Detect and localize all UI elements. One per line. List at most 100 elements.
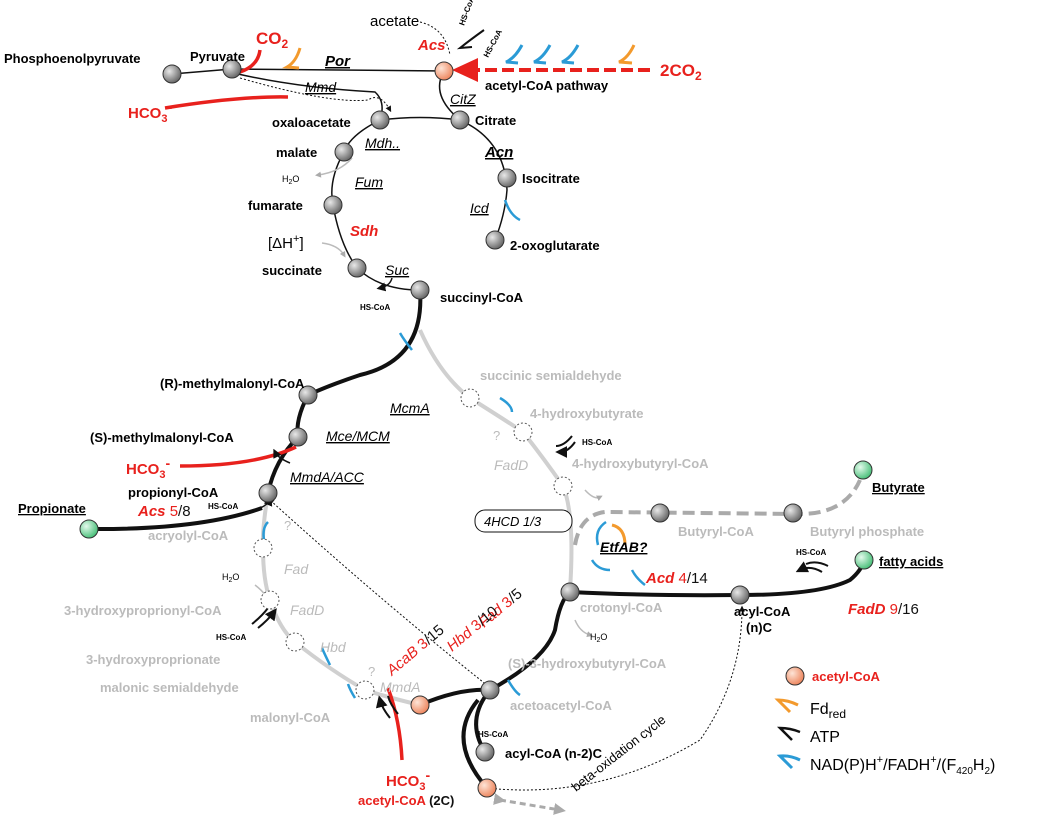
label-co2x2: 2CO2 [660,61,702,83]
label-hs-coa-1: HS-CoA [457,0,476,27]
legend-atp-label: ATP [810,729,840,746]
enzyme-hcd: 4HCD 1/3 [484,514,542,529]
node-acylcoa-n2 [475,742,495,762]
h2o-gray-arrow [315,157,353,178]
hcd-box [474,509,573,533]
label-hbcoa-3: (S)-3-hydroxybutyryl-CoA [508,656,667,671]
node-hpcoa [260,590,280,610]
enzyme-acab: AcaB 3/15 [383,622,448,680]
label-butyryl-phosphate: Butyryl phosphate [810,524,924,539]
malonyl-hco3-line [386,687,404,761]
node-succinylcoa [410,280,430,300]
tca-left-line [331,119,381,269]
propionate-line [88,506,263,532]
atp-arrow-4hb-b [555,435,573,447]
enzyme-acd: Acd 4/14 [645,570,708,587]
label-crotonylcoa: crotonyl-CoA [580,600,663,615]
label-hs-coa-prop: HS-CoA [208,502,238,511]
co2-in-line [239,49,262,74]
node-malate [334,142,354,162]
fd-arrow-etfab [611,523,627,546]
legend-fd-label: Fdred [810,701,846,721]
pyruvate-acetylcoa-line [231,68,445,72]
hb-hbcoa-line [521,430,565,488]
cofactor-arrows [251,29,829,770]
enzyme-fadd-upper: FadD [494,457,528,473]
enzyme-suc: Suc [385,262,409,278]
bidirectional-gray-arrow [493,793,566,815]
legend-acetylcoa-label: acetyl-CoA [812,669,881,684]
label-h2o-fad: H2O [222,572,239,584]
atp-arrow-fatty [795,561,823,573]
enzyme-fum: Fum [355,174,383,190]
node-butyryl-phosphate [783,503,803,523]
label-oxaloacetate: oxaloacetate [272,115,351,130]
atp-arrow-mmda-b [387,695,399,715]
mmd-dotted-line [239,77,392,113]
node-oxoglutarate [485,230,505,250]
enzyme-acs: Acs [417,37,446,54]
node-acryloylcoa [253,538,273,558]
hbcoa-gray-arrow [584,489,603,502]
label-hpcoa: 3-hydroxyproprionyl-CoA [64,603,222,618]
label-butyrate: Butyrate [872,480,925,495]
label-pep: Phosphoenolpyruvate [4,51,141,66]
label-acylcoa-n2: acyl-CoA (n-2)C [505,746,603,761]
node-oxaloacetate [370,110,390,130]
hco3-in-line [164,95,289,110]
acetoacetyl-acyln2-line [474,688,492,754]
enzyme-fadd-gray: FadD [290,602,324,618]
enzyme-sdh: Sdh [350,223,378,240]
enzyme-mce-mcm: Mce/MCM [326,428,390,444]
node-fatty-acids [854,550,874,570]
node-hp [285,632,305,652]
label-malate: malate [276,145,317,160]
enzyme-question-2: ? [284,518,291,533]
enzyme-fad-gray: Fad [284,561,309,577]
enzyme-citz: CitZ [450,91,476,107]
label-citrate: Citrate [475,113,516,128]
enzyme-mmd: Mmd [305,79,337,95]
label-acylcoa-n-sub: (n)C [746,620,773,635]
nodes [79,59,874,798]
atp-arrow-suc [376,277,393,292]
enzyme-acn: Acn [484,144,513,161]
node-isocitrate [497,168,517,188]
label-acylcoa-n: acyl-CoA [734,604,791,619]
node-pep [162,64,182,84]
succinylcoa-ssa-line [418,329,472,400]
label-malonylcoa: malonyl-CoA [250,710,331,725]
label-hco3-bottom: HCO3- [386,767,430,793]
nadh-arrow-acs-2 [533,44,552,65]
atp-arrow-legend [776,726,801,741]
label-hbcoa: 4-hydroxybutyryl-CoA [572,456,709,471]
h2o-crotonyl-gray-arrow [574,619,593,638]
enzyme-fadd: FadD 9/16 [848,601,919,618]
enzyme-mmda-gray: MmdA [380,679,420,695]
atp-arrow-hp [257,608,277,629]
node-acetoacetylcoa [480,680,500,700]
beta-oxidation-dotted-line [486,605,745,791]
fd-arrow-acetyl-pathway [618,44,636,65]
legend-nadh-label: NAD(P)H+/FADH+/(F420H2) [810,754,995,777]
label-hs-coa-fatty: HS-CoA [796,548,826,557]
node-fumarate [323,195,343,215]
label-h2o-crot: H2O [590,632,607,644]
label-acryloylcoa: acryolyl-CoA [148,528,229,543]
nadh-arrow-ssa [499,396,514,413]
label-acetoacetylcoa: acetoacetyl-CoA [510,698,612,713]
label-hs-coa-2: HS-CoA [482,28,504,59]
label-pyruvate: Pyruvate [190,49,245,64]
nadh-arrow-acd [630,569,646,586]
nadh-arrow-icd [503,199,521,222]
enzyme-acs-prop: Acs 5/8 [137,503,191,520]
acyl-fattyacids-line [739,559,866,597]
label-fumarate: fumarate [248,198,303,213]
pep-pyruvate-line [171,68,233,75]
label-propionylcoa: propionyl-CoA [128,485,219,500]
succinylcoa-rmm-line [307,289,423,397]
crotonyl-acyl-line [569,590,741,598]
nadh-arrow-etfab [595,520,607,546]
